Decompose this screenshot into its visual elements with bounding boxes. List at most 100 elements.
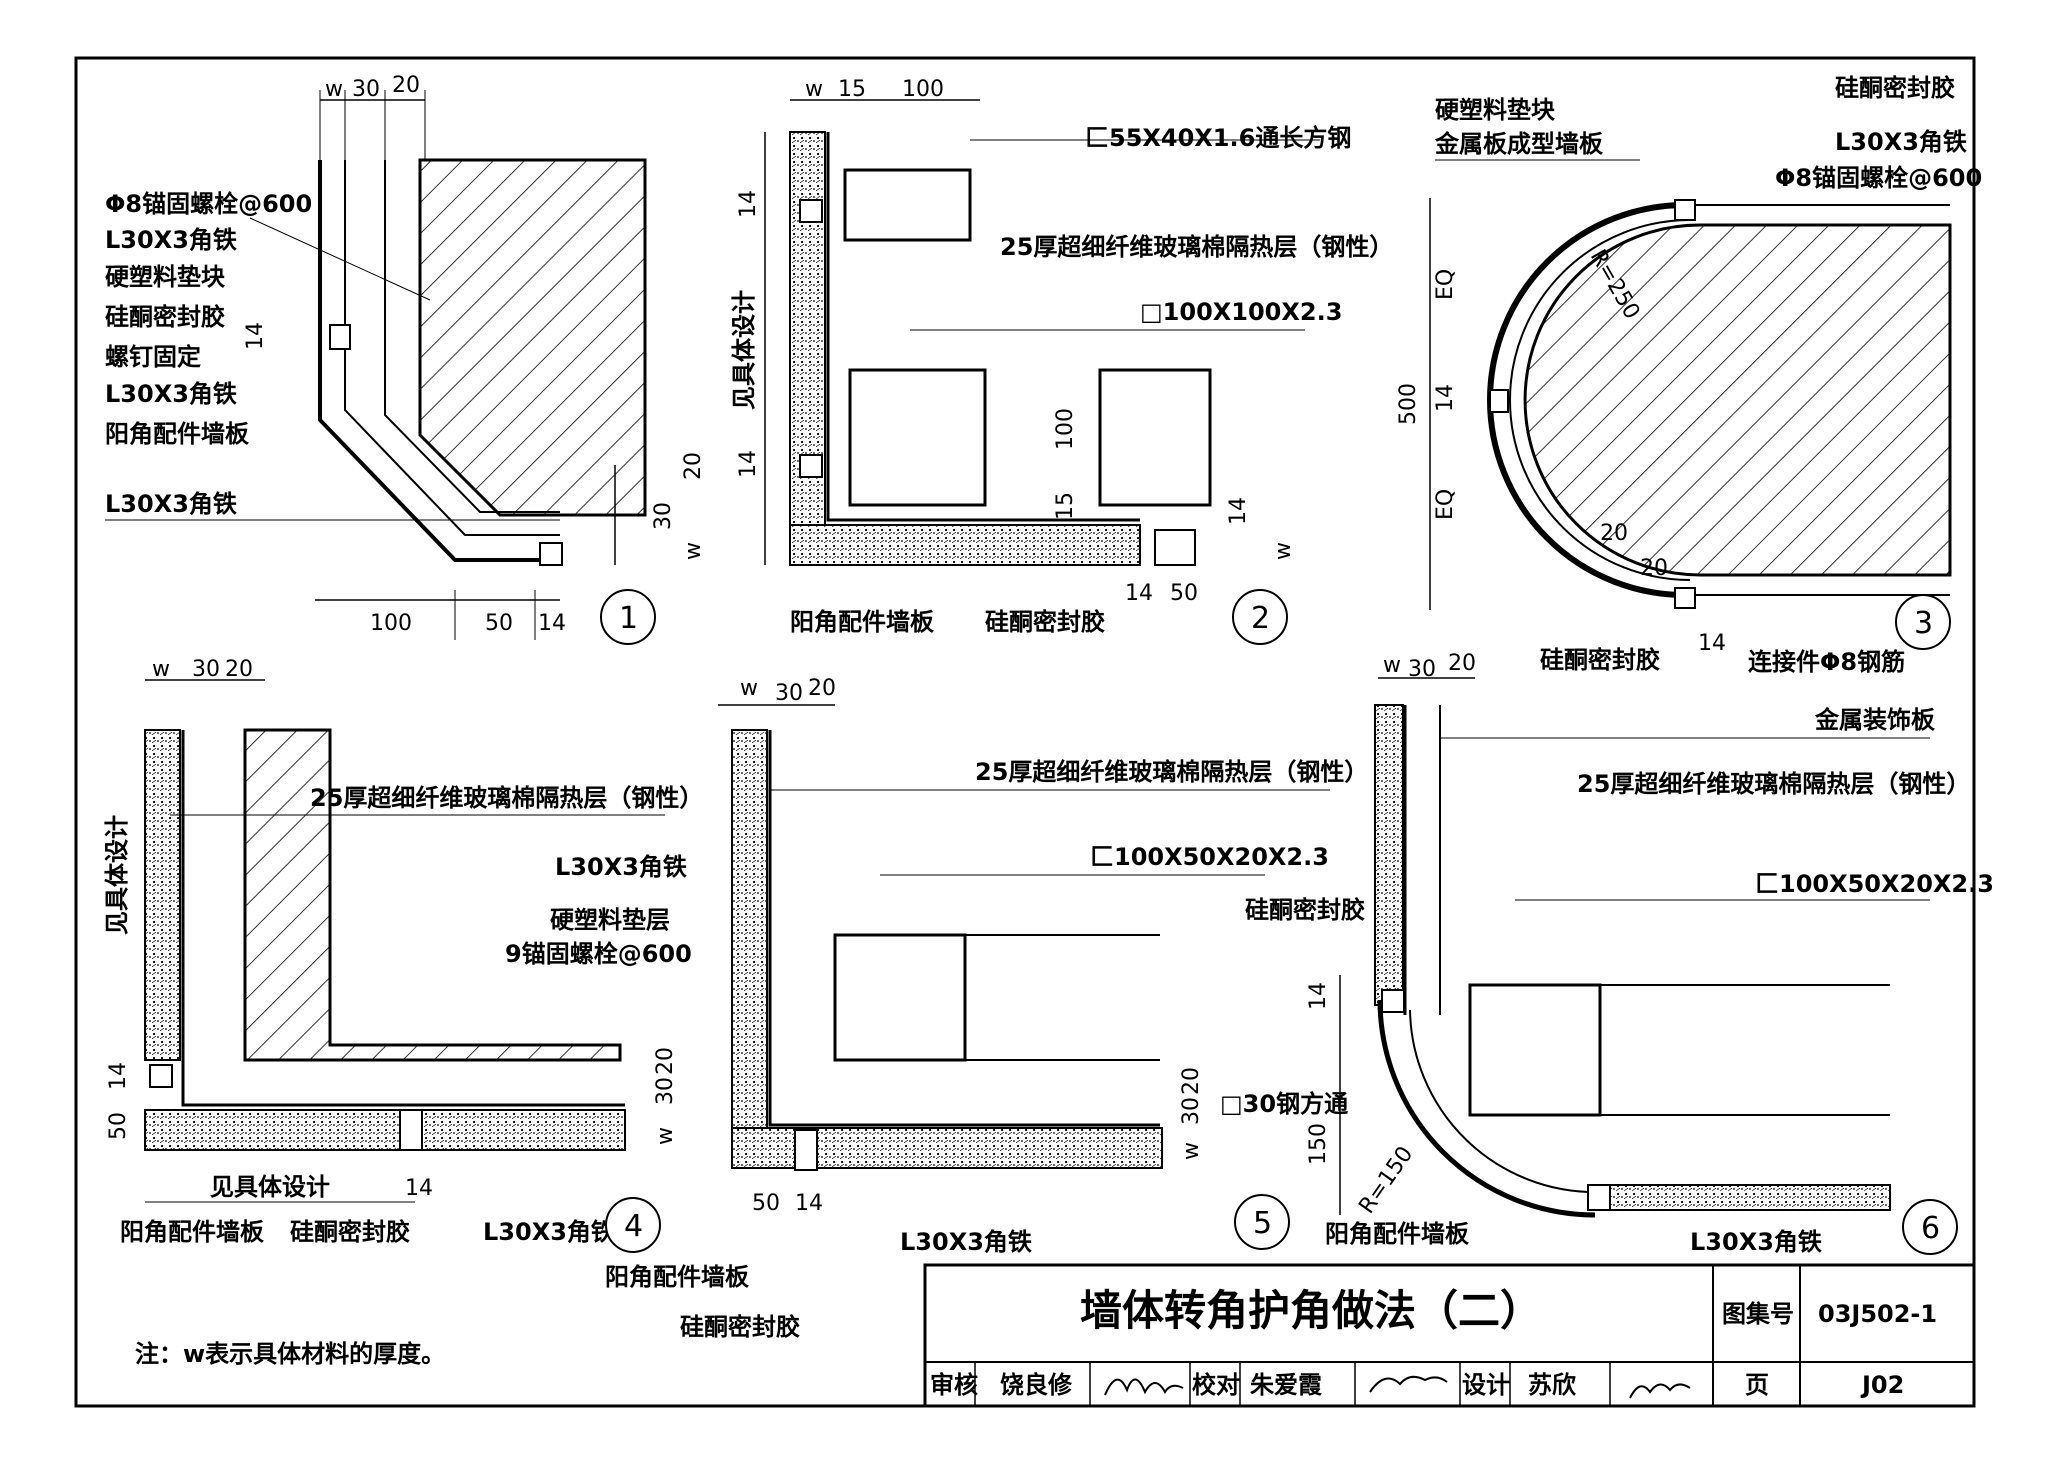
- dim-14a: 14: [736, 190, 761, 218]
- concrete-wall: [243, 728, 622, 1062]
- check-label: 校对: [1192, 1371, 1240, 1399]
- label-connector: 连接件Φ8钢筋: [1748, 648, 1905, 676]
- dim-30b: 30: [651, 502, 676, 530]
- label-radius: R=150: [1354, 1142, 1418, 1218]
- dim-14: 14: [1433, 384, 1458, 412]
- label-corner-panel: 阳角配件墙板: [790, 608, 935, 636]
- label-channel: 匚100X50X20X2.3: [1755, 870, 1994, 898]
- label-see-design-v: 见具体设计: [103, 815, 131, 935]
- label-anchor: 9锚固螺栓@600: [505, 940, 692, 968]
- drawing-title: 墙体转角护角做法（二）: [1080, 1286, 1542, 1335]
- insulation-vertical: [1374, 704, 1404, 1006]
- dim-14d: 14: [1125, 581, 1153, 606]
- insulation-horizontal: [789, 524, 1141, 566]
- detail-number-circle: [600, 589, 656, 645]
- label-insulation: 25厚超细纤维玻璃棉隔热层（钢性）: [1000, 233, 1393, 261]
- dim-30: 30: [192, 657, 220, 682]
- label-plastic-pad: 硬塑料垫块: [1435, 96, 1555, 124]
- atlas-number: 03J502-1: [1818, 1300, 1937, 1328]
- label-insulation: 25厚超细纤维玻璃棉隔热层（钢性）: [310, 784, 703, 812]
- design-label: 设计: [1462, 1371, 1510, 1399]
- detail-2: w 15 100 14 14 100 15 14 w 14 50 匚55X40X…: [730, 77, 1393, 645]
- design-name: 苏欣: [1528, 1371, 1576, 1399]
- dim-150: 150: [1306, 1123, 1331, 1165]
- dim-30: 30: [352, 77, 380, 102]
- insulation-vertical: [144, 729, 181, 1061]
- dim-eq-2: EQ: [1433, 489, 1458, 520]
- dim-eq-1: EQ: [1433, 269, 1458, 300]
- review-label: 审核: [930, 1371, 978, 1399]
- detail-number: 5: [1253, 1206, 1272, 1241]
- review-signature: [1104, 1378, 1184, 1396]
- channel-steel: [833, 933, 967, 1062]
- label-anchor-bolt: Φ8锚固螺栓@600: [105, 190, 312, 218]
- dim-w: w: [1383, 653, 1401, 678]
- detail-number: 1: [619, 601, 638, 636]
- channel-steel: [1468, 983, 1602, 1117]
- insulation-vertical: [731, 729, 768, 1161]
- dim-30: 30: [1408, 657, 1436, 682]
- detail-5: w 30 20 20 30 w 50 14 25厚超细纤维玻璃棉隔热层（钢性） …: [605, 676, 1368, 1341]
- detail-number-circle: [605, 1197, 661, 1253]
- dim-20b: 20: [1640, 556, 1668, 581]
- corner-panel: [318, 160, 560, 562]
- review-name: 饶良修: [1000, 1371, 1073, 1399]
- label-angle-2: L30X3角铁: [105, 380, 237, 408]
- dim-20: 20: [392, 73, 420, 98]
- label-sealant: 硅酮密封胶: [1835, 74, 1955, 102]
- channel-steel: [843, 168, 972, 242]
- dim-w: w: [325, 77, 343, 102]
- label-sealant-2: 硅酮密封胶: [1540, 646, 1660, 674]
- dim-20: 20: [808, 676, 836, 701]
- footnote: 注：w表示具体材料的厚度。: [135, 1340, 445, 1368]
- label-corner-panel: 阳角配件墙板: [605, 1263, 750, 1291]
- title-block: 墙体转角护角做法（二） 图集号 03J502-1 审核 饶良修 校对 朱爱霞 设…: [923, 1263, 1976, 1408]
- label-sealant: 硅酮密封胶: [985, 608, 1105, 636]
- detail-number-circle: [1895, 594, 1951, 650]
- label-sealant: 硅酮密封胶: [290, 1218, 410, 1246]
- check-signature: [1369, 1375, 1448, 1393]
- label-metal-panel: 金属板成型墙板: [1434, 130, 1604, 158]
- dim-20b: 20: [681, 452, 706, 480]
- dim-15: 15: [838, 77, 866, 102]
- label-corner-panel: 阳角配件墙板: [120, 1218, 265, 1246]
- dim-wb: w: [653, 1127, 678, 1145]
- dim-20: 20: [1448, 651, 1476, 676]
- label-see-design: 见具体设计: [730, 290, 758, 410]
- label-sealant: 硅酮密封胶: [1245, 896, 1365, 924]
- dim-14: 14: [1306, 982, 1331, 1010]
- label-plastic-pad: 硬塑料垫层: [550, 906, 670, 934]
- label-square-pipe: □30钢方通: [1220, 1090, 1348, 1118]
- page-label: 页: [1745, 1371, 1769, 1399]
- label-angle: L30X3角铁: [1835, 128, 1967, 156]
- label-square-tube: □100X100X2.3: [1140, 298, 1342, 326]
- dim-w: w: [740, 676, 758, 701]
- label-corner-panel: 阳角配件墙板: [1325, 1220, 1470, 1248]
- page-number: J02: [1860, 1371, 1904, 1399]
- dim-30: 30: [775, 681, 803, 706]
- square-tube-1: [848, 368, 987, 507]
- dim-100: 100: [370, 611, 412, 636]
- dim-100: 100: [902, 77, 944, 102]
- dim-14b: 14: [538, 611, 566, 636]
- dim-14b: 14: [736, 450, 761, 478]
- dim-w: w: [805, 77, 823, 102]
- label-insulation: 25厚超细纤维玻璃棉隔热层（钢性）: [975, 758, 1368, 786]
- check-name: 朱爱霞: [1250, 1371, 1323, 1399]
- detail-number-circle: [1234, 1194, 1290, 1250]
- dim-20a: 20: [1600, 521, 1628, 546]
- detail-number: 4: [624, 1209, 643, 1244]
- dim-50: 50: [106, 1112, 131, 1140]
- dim-14c: 14: [1226, 497, 1251, 525]
- round-concrete: [1523, 223, 1952, 577]
- dim-30b: 30: [1179, 1097, 1204, 1125]
- label-insulation: 25厚超细纤维玻璃棉隔热层（钢性）: [1577, 770, 1970, 798]
- detail-4: w 30 20 14 50 20 30 w 14 25厚超细纤维玻璃棉隔热层（钢…: [103, 657, 703, 1253]
- detail-3: EQ 500 14 EQ 20 20 14 硬塑料垫块 金属板成型墙板 硅酮密封…: [1396, 74, 1982, 676]
- dim-20b: 20: [653, 1047, 678, 1075]
- dim-wc: w: [1271, 542, 1296, 560]
- detail-number-circle: [1232, 589, 1288, 645]
- label-see-design-h: 见具体设计: [210, 1173, 330, 1201]
- dim-15v: 15: [1053, 492, 1078, 520]
